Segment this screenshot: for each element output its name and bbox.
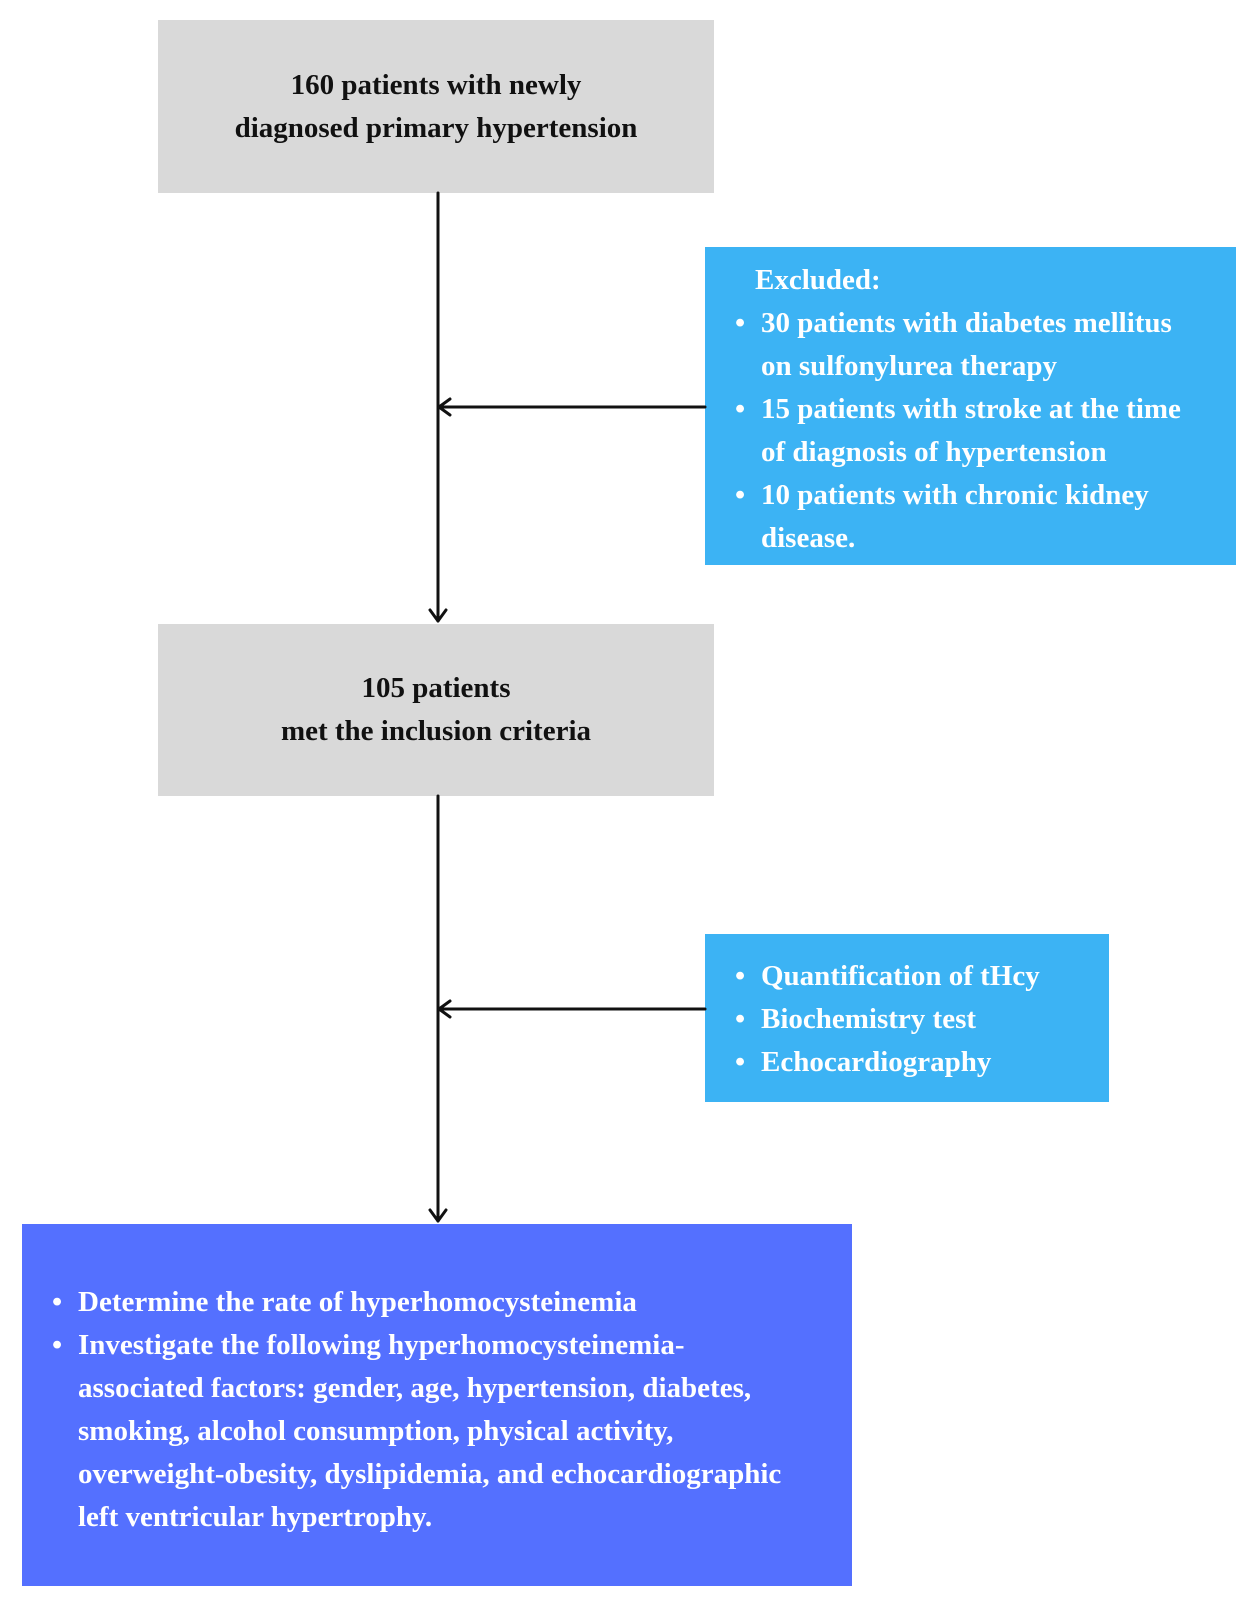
tests-box: Quantification of tHcy Biochemistry test… xyxy=(705,934,1109,1102)
excluded-item-stroke: 15 patients with stroke at the time of d… xyxy=(731,388,1236,474)
initial-patients-line1: 160 patients with newly xyxy=(290,68,582,101)
excluded-item-diabetes-line2: on sulfonylurea therapy xyxy=(761,350,1057,382)
excluded-item-kidney-line2: disease. xyxy=(761,522,856,554)
excluded-list: 30 patients with diabetes mellitus on su… xyxy=(731,302,1236,560)
arrowhead-outcomes xyxy=(428,1208,448,1223)
outcome-factors-line3: smoking, alcohol consumption, physical a… xyxy=(78,1415,674,1447)
included-patients-line1: 105 patients xyxy=(361,672,511,704)
outcome-factors: Investigate the following hyperhomocyste… xyxy=(48,1324,852,1539)
excluded-item-stroke-line1: 15 patients with stroke at the time xyxy=(761,393,1181,425)
arrowhead-excluded xyxy=(437,397,452,417)
excluded-item-kidney: 10 patients with chronic kidney disease. xyxy=(731,474,1236,560)
included-patients-line2: met the inclusion criteria xyxy=(280,715,592,747)
test-item-echocardiography: Echocardiography xyxy=(731,1041,1109,1084)
excluded-box: Excluded: 30 patients with diabetes mell… xyxy=(705,247,1236,565)
test-item-biochemistry: Biochemistry test xyxy=(731,998,1109,1041)
initial-patients-line2: diagnosed primary hypertension xyxy=(234,111,638,144)
arrowhead-tests xyxy=(437,999,452,1019)
outcome-factors-line4: overweight-obesity, dyslipidemia, and ec… xyxy=(78,1458,782,1490)
excluded-item-diabetes: 30 patients with diabetes mellitus on su… xyxy=(731,302,1236,388)
excluded-item-stroke-line2: of diagnosis of hypertension xyxy=(761,436,1107,468)
outcome-factors-line2: associated factors: gender, age, hyperte… xyxy=(78,1372,752,1404)
excluded-item-diabetes-line1: 30 patients with diabetes mellitus xyxy=(761,307,1172,339)
arrowhead-box2 xyxy=(428,608,448,623)
outcome-factors-line1: Investigate the following hyperhomocyste… xyxy=(78,1329,685,1361)
test-item-thcy: Quantification of tHcy xyxy=(731,955,1109,998)
included-patients-box: 105 patients met the inclusion criteria xyxy=(158,624,714,796)
excluded-item-kidney-line1: 10 patients with chronic kidney xyxy=(761,479,1149,511)
tests-list: Quantification of tHcy Biochemistry test… xyxy=(731,955,1109,1084)
outcomes-list: Determine the rate of hyperhomocysteinem… xyxy=(48,1281,852,1539)
outcome-factors-line5: left ventricular hypertrophy. xyxy=(78,1501,433,1533)
outcomes-box: Determine the rate of hyperhomocysteinem… xyxy=(22,1224,852,1586)
outcome-rate: Determine the rate of hyperhomocysteinem… xyxy=(48,1281,852,1324)
initial-patients-box: 160 patients with newly diagnosed primar… xyxy=(158,20,714,193)
excluded-title: Excluded: xyxy=(755,264,881,296)
